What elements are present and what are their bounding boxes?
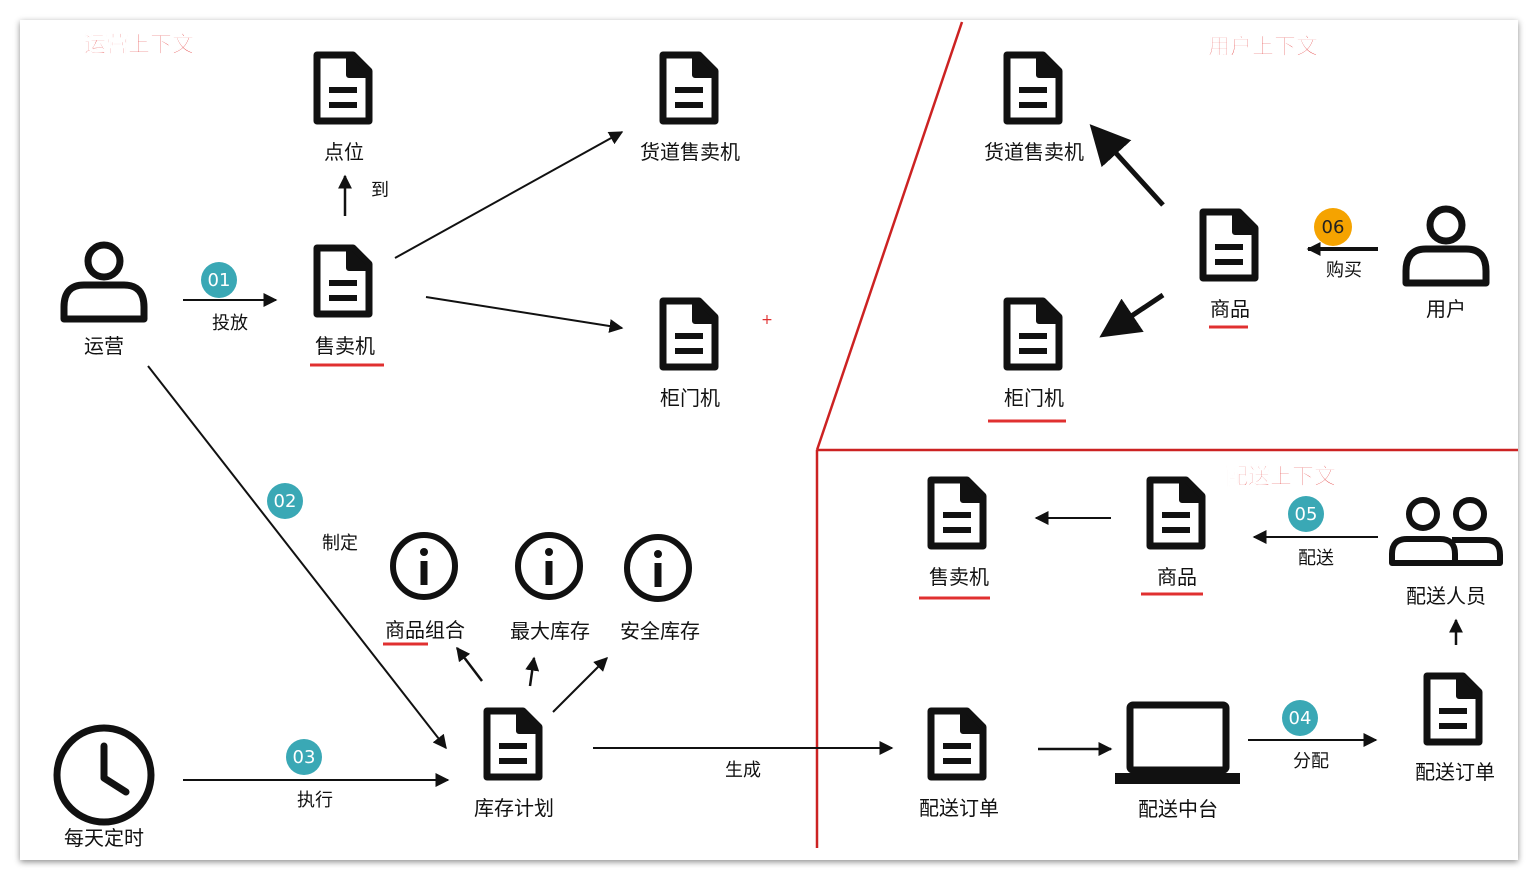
svg-text:04: 04 xyxy=(1289,708,1312,729)
node-del-goods-label: 商品 xyxy=(1157,565,1197,589)
node-operator-label: 运营 xyxy=(84,334,124,358)
node-max-stock-label: 最大库存 xyxy=(510,619,590,643)
node-user-cabinet-label: 柜门机 xyxy=(1004,386,1064,410)
node-safety-stock-label: 安全库存 xyxy=(620,619,700,643)
node-user-goods-label: 商品 xyxy=(1210,297,1250,321)
edge-place-label: 投放 xyxy=(212,313,248,334)
step-badge-03: 03 xyxy=(286,739,322,775)
context-title-delivery: 配送上下文 xyxy=(1226,464,1337,490)
node-product-combo-label: 商品组合 xyxy=(385,618,465,642)
clock-icon xyxy=(53,724,155,826)
edge-plan-to-safety xyxy=(552,657,608,713)
node-del-order-label: 配送订单 xyxy=(919,796,999,820)
person-icon xyxy=(64,245,144,319)
info-icon xyxy=(393,535,455,597)
step-badge-04: 04 xyxy=(1282,700,1318,736)
svg-text:06: 06 xyxy=(1322,217,1345,238)
node-vending-label: 售卖机 xyxy=(315,334,375,358)
document-icon xyxy=(487,711,539,777)
edge-plan-to-max xyxy=(525,656,540,687)
node-user-label: 用户 xyxy=(1426,297,1466,321)
svg-text:03: 03 xyxy=(293,747,316,768)
edge-vending-to-cabinet xyxy=(425,296,624,333)
step-badge-01: 01 xyxy=(201,262,237,298)
svg-text:02: 02 xyxy=(274,491,297,512)
info-icon xyxy=(627,537,689,599)
plus-mark: + xyxy=(761,312,773,328)
document-icon xyxy=(931,480,983,546)
node-daily-timer-label: 每天定时 xyxy=(64,826,144,850)
edge-operator-to-stock-plan xyxy=(147,365,447,750)
edge-assign-label: 分配 xyxy=(1293,751,1329,772)
node-aisle-vending-label: 货道售卖机 xyxy=(640,140,740,164)
context-divider-diagonal xyxy=(815,21,964,451)
node-user-aisle-vending-label: 货道售卖机 xyxy=(984,140,1084,164)
step-badge-02: 02 xyxy=(267,483,303,519)
step-badge-05: 05 xyxy=(1288,496,1324,532)
document-icon xyxy=(663,55,715,121)
node-del-order2-label: 配送订单 xyxy=(1415,760,1495,784)
edge-to-label: 到 xyxy=(371,180,389,201)
edge-goods-to-aisle xyxy=(1089,124,1165,207)
document-icon xyxy=(1203,212,1255,278)
document-icon xyxy=(1007,55,1059,121)
document-icon xyxy=(931,711,983,777)
edge-goods-to-cabinet xyxy=(1099,292,1165,338)
edge-define-label: 制定 xyxy=(322,533,358,554)
node-del-vending-label: 售卖机 xyxy=(929,565,989,589)
node-location-label: 点位 xyxy=(324,140,364,164)
context-title-operations: 运营上下文 xyxy=(84,32,195,58)
people-icon xyxy=(1389,497,1503,566)
svg-text:01: 01 xyxy=(208,270,231,291)
step-badge-06: 06 xyxy=(1314,208,1352,246)
person-icon xyxy=(1406,209,1486,283)
edge-vending-to-aisle xyxy=(394,131,624,259)
edge-plan-to-combo xyxy=(456,646,483,682)
document-icon xyxy=(317,248,369,314)
document-icon xyxy=(1150,480,1202,546)
node-stock-plan-label: 库存计划 xyxy=(474,796,554,820)
info-icon xyxy=(518,535,580,597)
edge-execute-label: 执行 xyxy=(297,790,333,811)
svg-text:05: 05 xyxy=(1295,504,1318,525)
edge-buy-label: 购买 xyxy=(1326,260,1362,281)
document-icon xyxy=(1427,676,1479,742)
diagram-frame xyxy=(20,20,1518,860)
node-courier-label: 配送人员 xyxy=(1406,584,1486,608)
edge-deliver-label: 配送 xyxy=(1298,548,1334,569)
node-cabinet-label: 柜门机 xyxy=(660,386,720,410)
document-icon xyxy=(663,301,715,367)
edge-generate-label: 生成 xyxy=(725,760,761,781)
document-icon xyxy=(317,55,369,121)
context-title-user: 用户上下文 xyxy=(1208,34,1319,60)
laptop-icon xyxy=(1115,701,1240,784)
node-del-center-label: 配送中台 xyxy=(1138,797,1218,821)
document-icon xyxy=(1007,301,1059,367)
